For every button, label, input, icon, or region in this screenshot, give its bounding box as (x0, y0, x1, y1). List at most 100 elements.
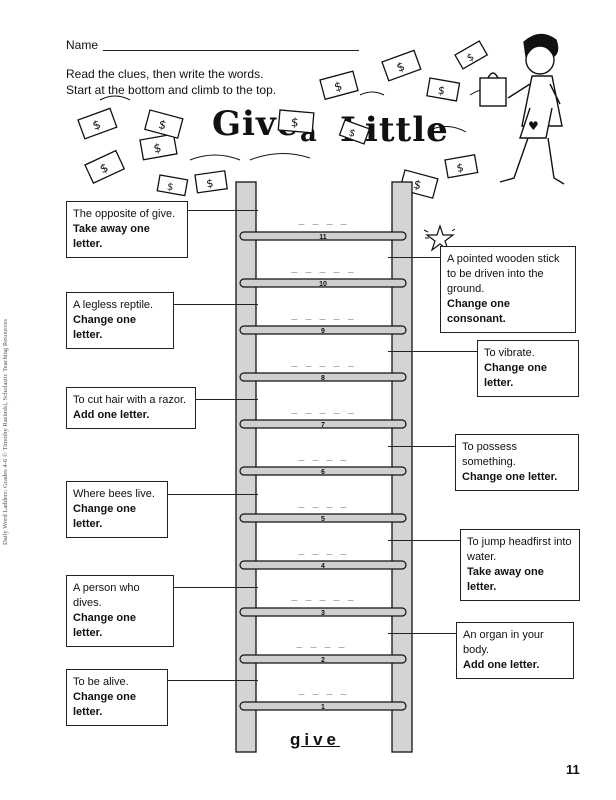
clue-rule: Change one letter. (73, 314, 136, 341)
star-icon (423, 224, 456, 252)
rung-number-2: 2 (321, 657, 325, 664)
clue-rule: Add one letter. (463, 659, 540, 671)
clue-rule: Change one letter. (73, 503, 136, 530)
clue-box-10: A pointed wooden stick to be driven into… (440, 246, 576, 333)
svg-text:$: $ (166, 181, 174, 193)
ladder-rung-7 (239, 419, 407, 429)
clue-text: A legless reptile. (73, 299, 154, 311)
clue-text: To be alive. (73, 676, 129, 688)
clue-rule: Change one letter. (73, 691, 136, 718)
clue-text: To cut hair with a razor. (73, 394, 187, 406)
clue-box-11: The opposite of give. Take away one lett… (66, 201, 188, 258)
svg-text:$: $ (456, 161, 465, 175)
clue-box-4: To jump headfirst into water. Take away … (460, 529, 580, 601)
leader-line-9 (174, 304, 258, 305)
blank-3[interactable]: _ _ _ _ _ (291, 590, 355, 601)
leader-line-10 (388, 257, 440, 258)
rung-number-6: 6 (321, 469, 325, 476)
name-line[interactable] (103, 50, 359, 51)
instruction-line-2: Start at the bottom and climb to the top… (66, 83, 277, 97)
clue-box-1: To be alive. Change one letter. (66, 669, 168, 726)
svg-text:♥: ♥ (528, 119, 539, 133)
clue-box-2: An organ in your body. Add one letter. (456, 622, 574, 679)
leader-line-11 (188, 210, 258, 211)
page-number: 11 (566, 762, 580, 777)
ladder-rung-2 (239, 654, 407, 664)
rung-number-11: 11 (319, 234, 327, 241)
ladder-rung-4 (239, 560, 407, 570)
rung-number-7: 7 (321, 422, 325, 429)
clue-text: An organ in your body. (463, 629, 544, 656)
blank-2[interactable]: _ _ _ _ (296, 637, 346, 648)
ladder-rung-10 (239, 278, 407, 288)
leader-line-7 (196, 399, 258, 400)
clue-box-7: To cut hair with a razor. Add one letter… (66, 387, 196, 429)
svg-text:$: $ (157, 117, 168, 133)
clue-text: To vibrate. (484, 347, 535, 359)
money-bills: $ $ $ $ $ $ $ $ $ $ $ $ $ $ (77, 40, 489, 199)
clue-rule: Change one letter. (484, 362, 547, 389)
svg-text:$: $ (347, 127, 357, 140)
blank-9[interactable]: _ _ _ _ _ (291, 309, 355, 320)
blank-1[interactable]: _ _ _ _ (298, 684, 348, 695)
leader-line-2 (388, 633, 456, 634)
rung-number-9: 9 (321, 328, 325, 335)
clue-box-8: To vibrate. Change one letter. (477, 340, 579, 397)
svg-text:$: $ (290, 115, 299, 130)
rung-number-4: 4 (321, 563, 325, 570)
instruction-line-1: Read the clues, then write the words. (66, 67, 264, 81)
ladder-rung-1 (239, 701, 407, 711)
rung-number-1: 1 (321, 704, 325, 711)
rung-number-10: 10 (319, 281, 327, 288)
svg-text:$: $ (333, 79, 344, 95)
clue-rule: Take away one letter. (467, 566, 544, 593)
clue-text: A pointed wooden stick to be driven into… (447, 253, 560, 295)
clue-text: A person who dives. (73, 582, 140, 609)
motion-lines (99, 89, 501, 161)
money-illustration: $ $ $ $ $ $ $ $ $ $ $ $ $ $ ♥ (77, 33, 565, 199)
ladder-rung-6 (239, 466, 407, 476)
rung-number-8: 8 (321, 375, 325, 382)
leader-line-3 (174, 587, 258, 588)
clue-rule: Take away one letter. (73, 223, 150, 250)
blank-11[interactable]: _ _ _ _ (298, 214, 348, 225)
svg-text:$: $ (412, 177, 423, 193)
leader-line-1 (168, 680, 258, 681)
clue-rule: Change one letter. (73, 612, 136, 639)
rung-number-3: 3 (321, 610, 325, 617)
ladder-rung-11 (239, 231, 407, 241)
clue-box-9: A legless reptile. Change one letter. (66, 292, 174, 349)
blank-10[interactable]: _ _ _ _ _ (291, 262, 355, 273)
clue-rule: Add one letter. (73, 409, 150, 421)
ladder-rung-9 (239, 325, 407, 335)
clue-text: Where bees live. (73, 488, 155, 500)
rung-number-5: 5 (321, 516, 325, 523)
ladder-rung-3 (239, 607, 407, 617)
name-label: Name (66, 38, 99, 52)
leader-line-5 (168, 494, 258, 495)
leader-line-4 (388, 540, 460, 541)
leader-line-8 (388, 351, 477, 352)
girl-figure: ♥ (479, 33, 565, 185)
clue-text: To jump headfirst into water. (467, 536, 572, 563)
rung-group: 1 2 3 4 5 6 7 8 9 10 11 (239, 231, 407, 711)
leader-line-6 (388, 446, 455, 447)
clue-box-6: To possess something. Change one letter. (455, 434, 579, 491)
svg-text:$: $ (205, 177, 214, 191)
blank-4[interactable]: _ _ _ _ (298, 544, 348, 555)
clue-text: To possess something. (462, 441, 518, 468)
svg-text:$: $ (153, 141, 163, 156)
svg-text:$: $ (91, 117, 103, 133)
blank-8[interactable]: _ _ _ _ _ (291, 356, 355, 367)
ladder-rung-8 (239, 372, 407, 382)
clue-text: The opposite of give. (73, 208, 176, 220)
clue-box-3: A person who dives. Change one letter. (66, 575, 174, 647)
ladder-rung-5 (239, 513, 407, 523)
clue-box-5: Where bees live. Change one letter. (66, 481, 168, 538)
blank-7[interactable]: _ _ _ _ _ (291, 403, 355, 414)
svg-text:$: $ (465, 52, 476, 65)
clue-rule: Change one consonant. (447, 298, 510, 325)
base-word: give (290, 730, 341, 749)
blank-6[interactable]: _ _ _ _ (298, 450, 348, 461)
blank-5[interactable]: _ _ _ _ (298, 497, 348, 508)
